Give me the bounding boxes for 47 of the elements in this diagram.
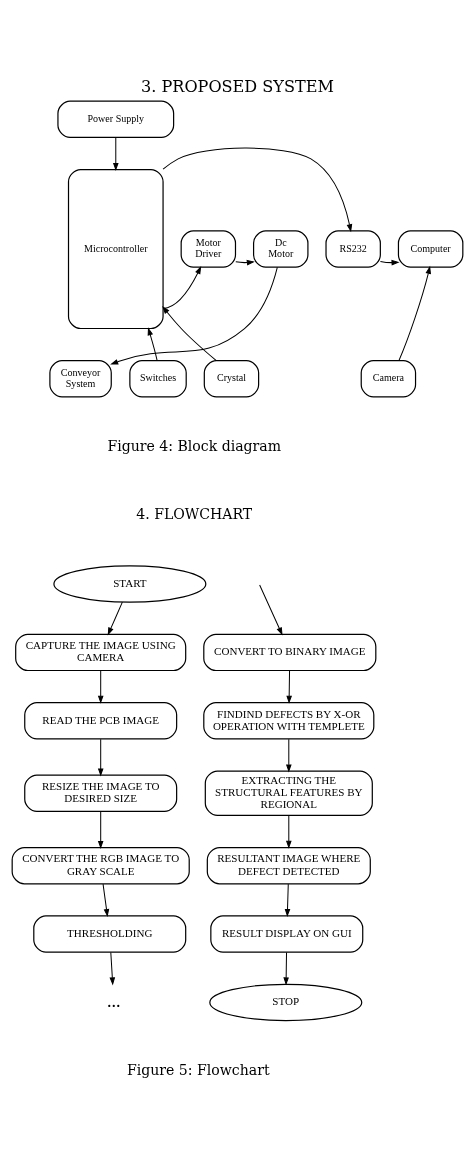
arrow (285, 814, 292, 849)
arrow (284, 883, 291, 918)
node-box: CONVERT TO BINARY IMAGE (203, 633, 377, 672)
arrow (97, 811, 104, 849)
node-box: CONVERT THE RGB IMAGE TO GRAY SCALE (11, 846, 190, 885)
node-box: RESULTANT IMAGE WHERE DEFECT DETECTED (206, 846, 371, 885)
node-box: Crystal (203, 360, 260, 398)
arrow (162, 305, 217, 362)
node-box: Camera (360, 360, 417, 398)
arrow (97, 738, 104, 777)
arrow (147, 327, 158, 362)
node-box: Computer (397, 230, 464, 268)
arrow (102, 883, 110, 918)
arrow (286, 670, 292, 704)
arrow (109, 952, 116, 986)
node-box: THRESHOLDING (33, 915, 187, 953)
node-box: RESULT DISPLAY ON GUI (210, 915, 364, 953)
arrow (162, 147, 353, 233)
node-box: CAPTURE THE IMAGE USING CAMERA (15, 633, 187, 672)
label: Figure 5: Flowchart (126, 1061, 270, 1078)
label: 4. FLOWCHART (136, 506, 253, 523)
node-box: Power Supply (57, 100, 175, 138)
node-box: FINDIND DEFECTS BY X-OR OPERATION WITH TEMPLETE (203, 702, 375, 740)
node-box: Motor Driver (180, 230, 237, 268)
node-text: ... (106, 990, 121, 1011)
node-box: Switches (129, 360, 187, 398)
diagram-title: 3. PROPOSED SYSTEM (141, 76, 334, 96)
arrow (107, 601, 123, 636)
arrow (285, 738, 292, 773)
node-box: EXTRACTING THE STRUCTURAL FEATURES BY REGIONAL (204, 770, 373, 816)
arrow (379, 259, 400, 266)
arrow (283, 952, 289, 986)
node-box: Microcontroller (67, 168, 164, 330)
node-ellipse: STOP (209, 983, 363, 1022)
node-box: RESIZE THE IMAGE TO DESIRED SIZE (24, 774, 178, 812)
arrow (112, 137, 119, 172)
node-ellipse: START (53, 565, 207, 603)
node-box: READ THE PCB IMAGE (24, 702, 178, 740)
node-box: Conveyor System (49, 360, 112, 398)
arrow (235, 259, 255, 266)
node-box: RS232 (325, 230, 381, 268)
arrow (97, 670, 104, 704)
arrow (110, 266, 278, 365)
arrow (398, 265, 431, 361)
node-box: Dc Motor (253, 230, 309, 268)
arrow (259, 584, 283, 636)
label: Figure 4: Block diagram (107, 437, 282, 454)
